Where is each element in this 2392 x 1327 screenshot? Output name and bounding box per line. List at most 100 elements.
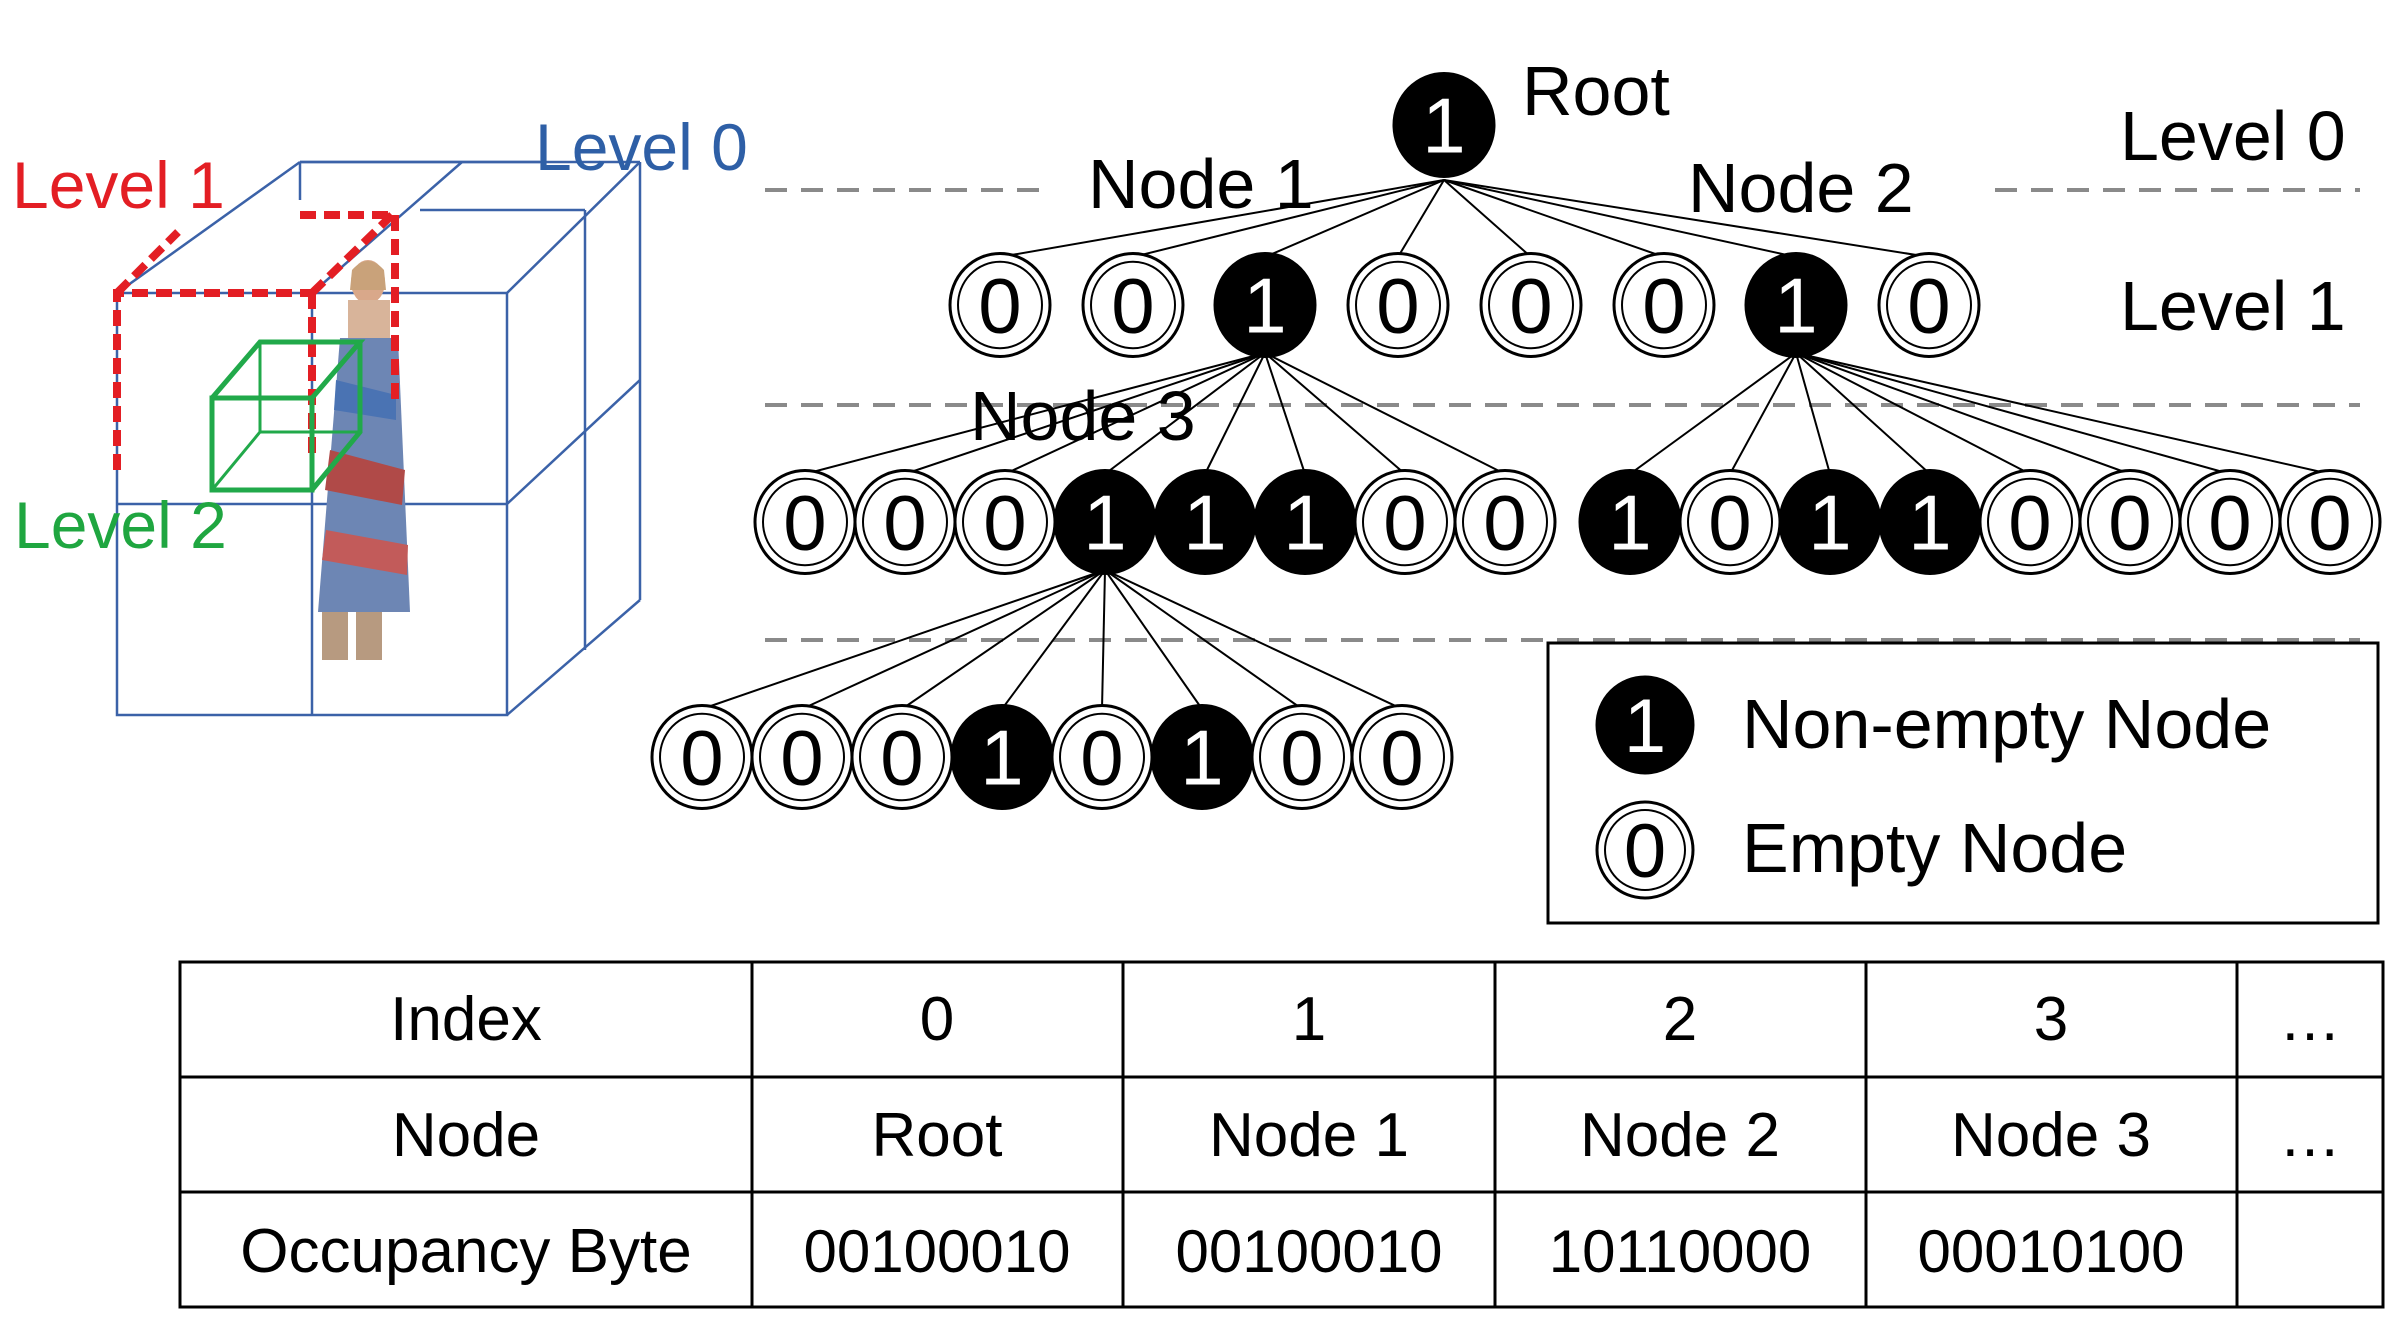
legend-filled-swatch: 1: [1595, 675, 1695, 775]
edge-node1-child-6: [1264, 352, 1406, 475]
tree-node-level3: 1: [950, 704, 1054, 810]
node-value: 0: [1280, 714, 1323, 802]
tree-node-level2: 0: [1453, 469, 1557, 575]
edge-node3-child-1: [801, 569, 1106, 710]
node-value: 0: [883, 479, 926, 567]
tree-node-level2: 0: [1978, 469, 2082, 575]
tree-node-level3: 1: [1150, 704, 1254, 810]
tree-node-level2: 1: [1778, 469, 1882, 575]
edge-root-child-3: [1397, 179, 1445, 258]
edge-node2-child-3: [1795, 352, 1931, 475]
edge-node2-child-6: [1795, 352, 2231, 475]
edge-node3-child-4: [1101, 569, 1106, 710]
edge-root-child-2: [1264, 179, 1445, 258]
node-value: 1: [1808, 479, 1851, 567]
tree-node-level1: 0: [1081, 252, 1185, 358]
edge-root-child-1: [1132, 179, 1445, 258]
edge-node1-child-3: [1104, 352, 1266, 475]
edge-node3-child-2: [901, 569, 1106, 710]
tree-node-level3: 0: [650, 704, 754, 810]
person-figure: [318, 260, 410, 660]
tree-node-level2: 0: [2178, 469, 2282, 575]
node-value: 0: [2308, 479, 2351, 567]
node-value: 1: [1422, 82, 1465, 170]
node-value: 0: [983, 479, 1026, 567]
tree-node-level2: 1: [1878, 469, 1982, 575]
node3-label: Node 3: [970, 377, 1196, 455]
edge-node1-child-0: [804, 352, 1266, 475]
node-value: 0: [978, 262, 1021, 350]
tree-node-level1: 0: [1346, 252, 1450, 358]
table-cell: 00100010: [1176, 1218, 1443, 1285]
node-value: 0: [2108, 479, 2151, 567]
tree-node-level2: 0: [1678, 469, 1782, 575]
tree-node-level2: 1: [1053, 469, 1157, 575]
edge-node3-child-6: [1104, 569, 1303, 710]
node-value: 1: [1283, 479, 1326, 567]
cube-level2-label: Level 2: [14, 488, 227, 562]
node2-label: Node 2: [1688, 149, 1914, 227]
legend-empty-swatch: 0: [1595, 800, 1695, 900]
table-cell: …: [2279, 1101, 2341, 1170]
edge-node3-child-3: [1001, 569, 1106, 710]
tree-node-level1: 1: [1213, 252, 1317, 358]
edge-node2-child-7: [1795, 352, 2331, 475]
tree-node-level2: 1: [1253, 469, 1357, 575]
table-cell: Node 3: [1951, 1101, 2151, 1170]
edge-node3-child-0: [701, 569, 1106, 710]
cube-illustration: Level 0 Level 1 Level 2: [12, 110, 748, 717]
edge-node2-child-5: [1795, 352, 2131, 475]
root-label: Root: [1522, 52, 1670, 130]
edge-node2-child-1: [1729, 352, 1797, 475]
edge-root-child-6: [1443, 179, 1797, 258]
node-value: 1: [1180, 714, 1223, 802]
node-value: 0: [1383, 479, 1426, 567]
node-value: 0: [2208, 479, 2251, 567]
level1-cube: [113, 211, 399, 470]
tree-node-level1: 0: [1877, 252, 1981, 358]
tree-node-level2: 0: [953, 469, 1057, 575]
node-value: 0: [1509, 262, 1552, 350]
node-value: 1: [1608, 479, 1651, 567]
legend: 1 Non-empty Node 0 Empty Node: [1546, 641, 2380, 925]
node-value: 0: [780, 714, 823, 802]
tree-node-level2: 1: [1153, 469, 1257, 575]
tree-edges: [701, 179, 2331, 710]
tree-node-level1: 0: [1479, 252, 1583, 358]
tree-node-level2: 0: [1353, 469, 1457, 575]
table-cell: 10110000: [1549, 1218, 1812, 1285]
tree-node-root: 1: [1392, 72, 1496, 178]
table-cell: Node 2: [1580, 1101, 1780, 1170]
node-value: 0: [1080, 714, 1123, 802]
level0-tree-label: Level 0: [2120, 97, 2346, 175]
table-cell: Node 1: [1209, 1101, 1409, 1170]
table-border: [178, 960, 2385, 1309]
table-cell: Root: [872, 1101, 1003, 1170]
edge-root-child-5: [1443, 179, 1665, 258]
table-cell: 00100010: [804, 1218, 1071, 1285]
node-value: 0: [1907, 262, 1950, 350]
edge-node1-child-4: [1204, 352, 1266, 475]
tree-node-level3: 0: [850, 704, 954, 810]
node-value: 0: [1483, 479, 1526, 567]
node-value: 0: [880, 714, 923, 802]
table-cell: 3: [2034, 985, 2068, 1054]
legend-empty-label: Empty Node: [1742, 809, 2127, 887]
table-cell: Node: [392, 1101, 540, 1170]
table-cell: 1: [1292, 985, 1326, 1054]
table-cell: …: [2279, 985, 2341, 1054]
edge-node1-child-5: [1264, 352, 1306, 475]
table-cell: Index: [390, 985, 542, 1054]
table-row-occupancy: Occupancy Byte 00100010 00100010 1011000…: [240, 1217, 2184, 1286]
node-value: 1: [1183, 479, 1226, 567]
node-value: 0: [1708, 479, 1751, 567]
edge-node1-child-7: [1264, 352, 1506, 475]
node-value: 0: [1380, 714, 1423, 802]
edge-node1-child-1: [904, 352, 1266, 475]
node-value: 0: [1642, 262, 1685, 350]
node-value: 1: [1774, 262, 1817, 350]
node-value: 1: [1083, 479, 1126, 567]
cube-level1-label: Level 1: [12, 148, 225, 222]
edge-node2-child-2: [1795, 352, 1831, 475]
